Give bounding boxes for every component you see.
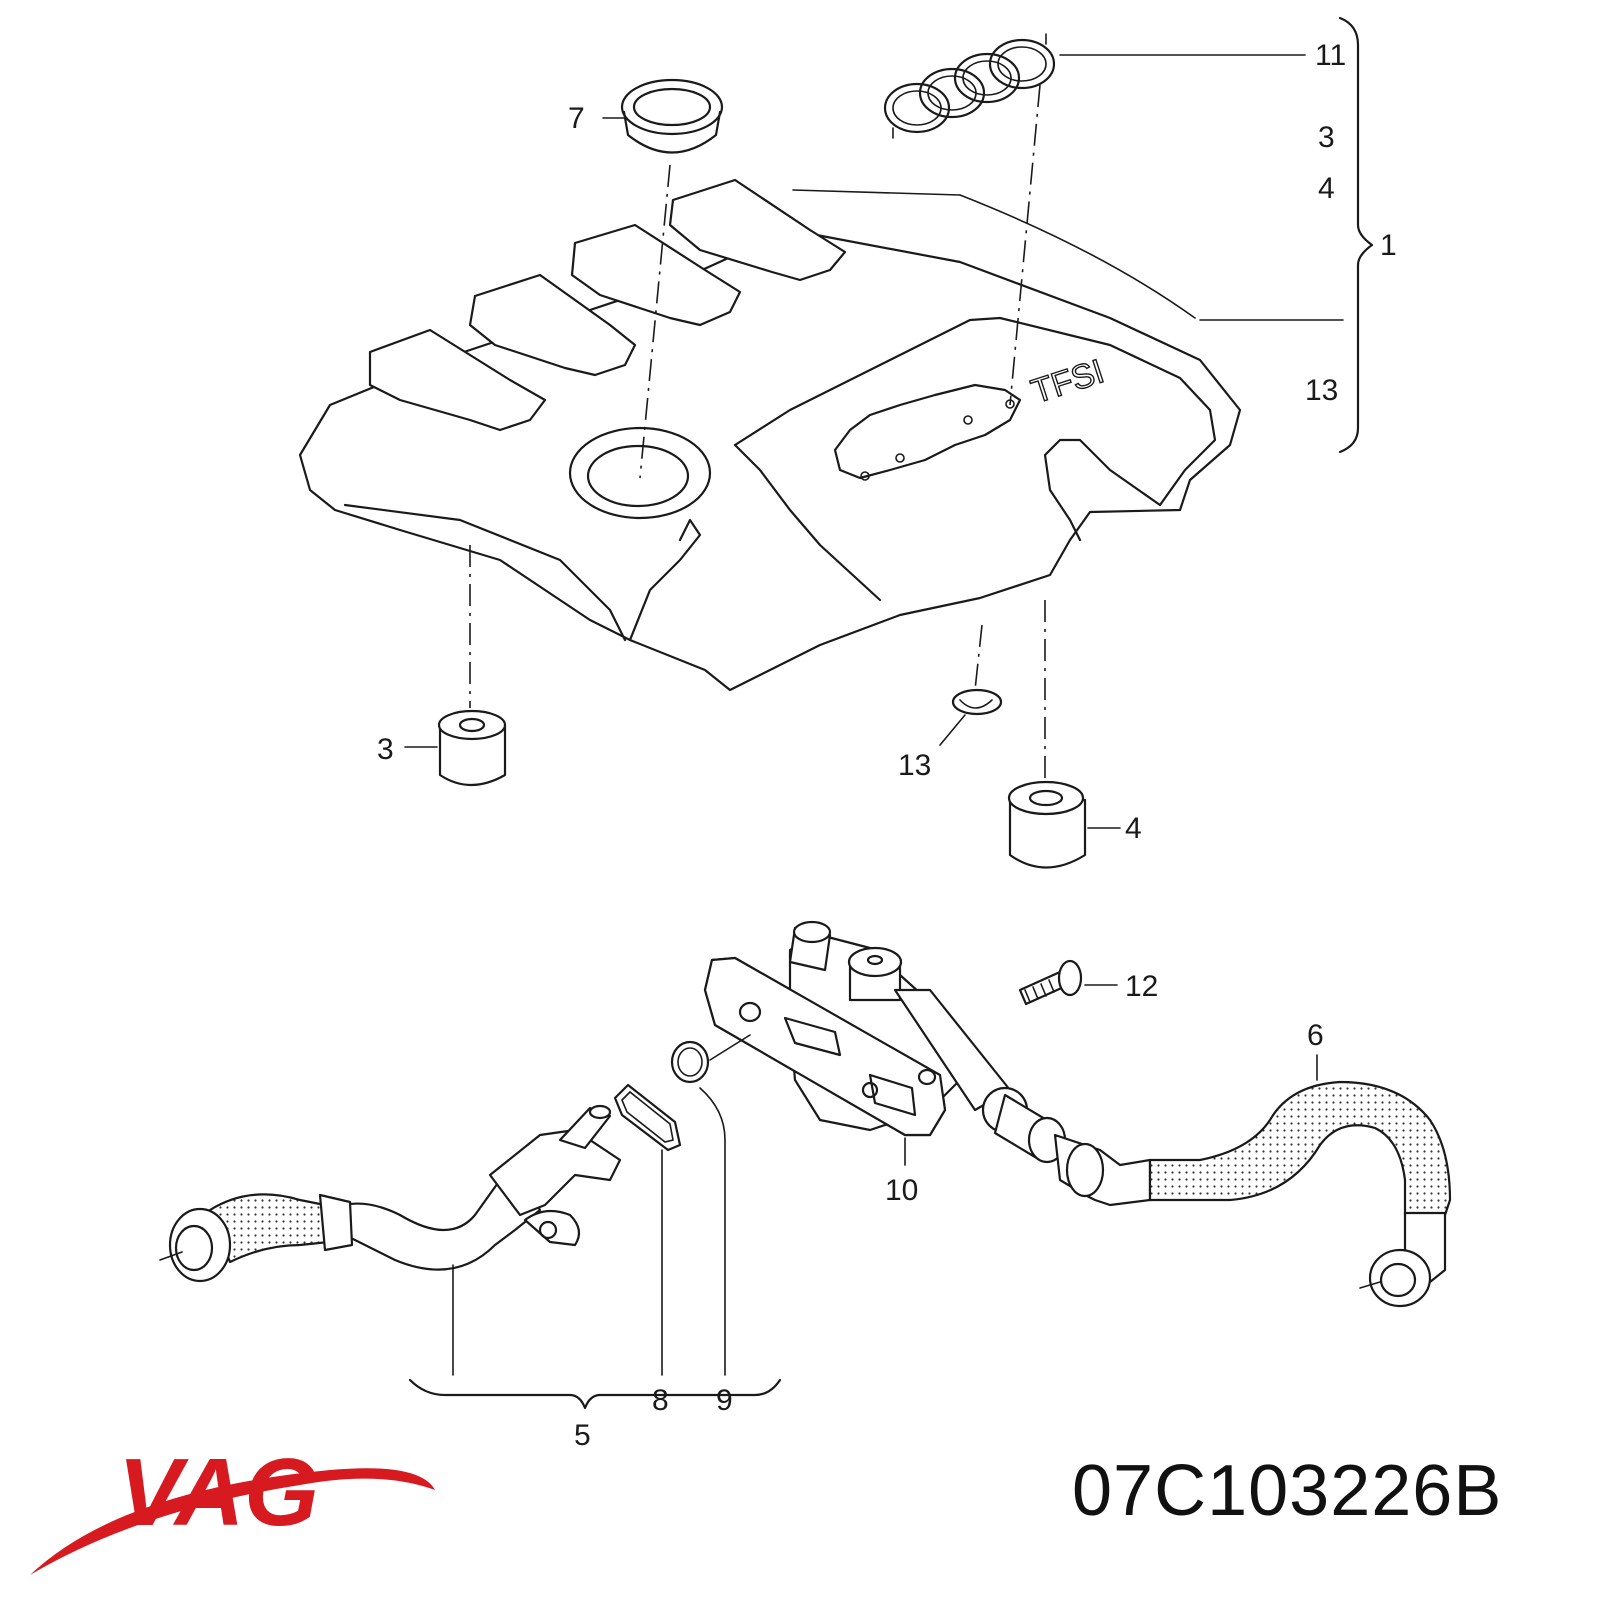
callout-8: 8: [652, 1384, 669, 1417]
emblem-rings: [883, 33, 1306, 406]
vag-logo: VAG: [30, 1439, 435, 1575]
seal-8: [613, 1083, 682, 1376]
filler-ring: [602, 78, 724, 479]
hose-5: [159, 1104, 622, 1376]
callout-6: 6: [1307, 1019, 1324, 1052]
hose-6: [1053, 1054, 1452, 1308]
part-number: 07C103226B: [1072, 1451, 1503, 1531]
callout-4-top: 4: [1318, 172, 1335, 205]
callout-10: 10: [885, 1174, 918, 1207]
bracket-group-5: [408, 1378, 782, 1410]
callouts: 11 3 4 1 13 7 3 13 4 12 6 10 8 9 5: [377, 39, 1397, 1452]
grommet-13: [939, 624, 1003, 746]
callout-1: 1: [1380, 229, 1397, 262]
callout-5: 5: [574, 1419, 591, 1452]
callout-7: 7: [568, 102, 585, 135]
svg-text:VAG: VAG: [118, 1439, 319, 1546]
callout-9: 9: [716, 1384, 733, 1417]
seal-9: [670, 1034, 751, 1376]
rubber-mount-4: [1007, 600, 1121, 869]
engine-cover: TFSI: [298, 178, 1344, 692]
callout-11: 11: [1315, 39, 1346, 72]
callout-4: 4: [1125, 812, 1142, 845]
callout-13-top: 13: [1305, 374, 1338, 407]
callout-12: 12: [1125, 970, 1158, 1003]
callout-3: 3: [377, 733, 394, 766]
rubber-mount-3: [404, 545, 507, 786]
callout-13: 13: [898, 749, 931, 782]
bolt-12: [1018, 959, 1118, 1006]
bracket-group-1: [1338, 16, 1374, 454]
callout-3-top: 3: [1318, 121, 1335, 154]
oil-separator: [703, 920, 1067, 1166]
